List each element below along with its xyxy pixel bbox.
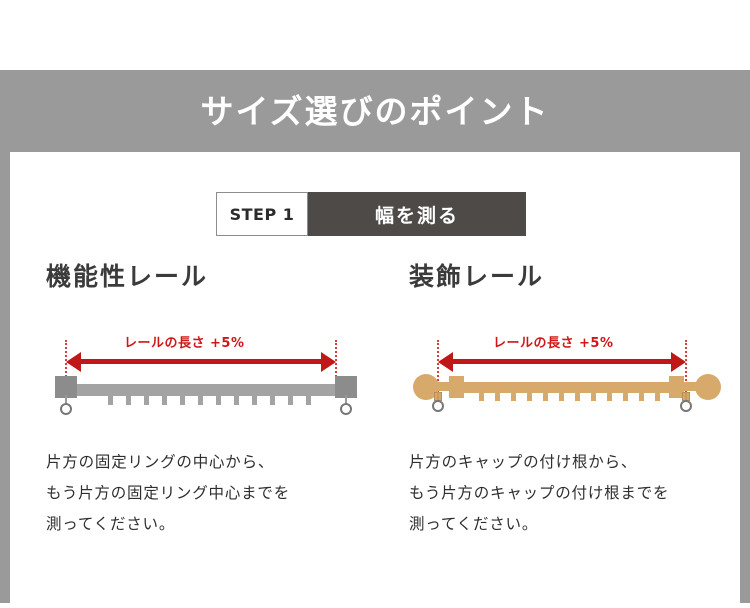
rail-end-cap-left [55,376,77,398]
description-functional: 片方の固定リングの中心から、 もう片方の固定リング中心までを 測ってください。 [46,447,375,540]
description-decorative: 片方のキャップの付け根から、 もう片方のキャップの付け根までを 測ってください。 [409,447,740,540]
rail-runner [108,396,113,405]
pole-ring-tab [527,393,532,401]
end-ring-stem-left [437,392,439,400]
rail-bar [77,384,335,396]
step-number-badge: STEP 1 [216,192,308,236]
pole-ring-tab [655,393,660,401]
column-functional-rail: 機能性レール レールの長さ +5% [10,262,375,540]
pole-ring-tab [559,393,564,401]
decorative-rail-diagram: レールの長さ +5% [409,332,729,417]
right-border-strip [740,152,750,603]
arrow-line [452,359,672,364]
rail-runner [198,396,203,405]
pole-ring-tab [607,393,612,401]
functional-rail-diagram: レールの長さ +5% [46,332,366,417]
cap-bracket-right [669,376,684,398]
rail-runner [306,396,311,405]
pole-ring-tab [495,393,500,401]
end-ring-right [680,400,692,412]
rail-columns: 機能性レール レールの長さ +5% [10,262,740,540]
guide-line-right [685,340,687,392]
page-banner: サイズ選びのポイント [0,70,750,152]
arrow-head-left [66,352,81,372]
step-bar: STEP 1 幅を測る [216,192,526,236]
description-line: 測ってください。 [409,515,539,533]
rail-runner [288,396,293,405]
fixed-ring-right [340,403,352,415]
measure-label-decorative: レールの長さ +5% [493,336,614,351]
rail-runner [162,396,167,405]
cap-bracket-left [449,376,464,398]
rail-runner [216,396,221,405]
description-line: 片方の固定リングの中心から、 [46,453,275,471]
curtain-pole [464,382,669,393]
pole-ring-tab [511,393,516,401]
pole-ring-tab [575,393,580,401]
description-line: もう片方のキャップの付け根までを [409,484,670,502]
fixed-ring-stem-left [65,395,67,405]
end-ring-left [432,400,444,412]
pole-ring-tab [479,393,484,401]
finial-neck-right [684,382,696,391]
description-line: 片方のキャップの付け根から、 [409,453,638,471]
guide-line-right [335,340,337,392]
column-decorative-rail: 装飾レール レールの長さ +5% [375,262,740,540]
arrow-head-right [321,352,336,372]
pole-ring-tab [623,393,628,401]
finial-neck-left [437,382,449,391]
column-title-functional: 機能性レール [46,262,209,291]
rail-runner [270,396,275,405]
left-border-strip [0,152,10,603]
measure-label-functional: レールの長さ +5% [124,336,245,351]
end-ring-stem-right [685,392,687,400]
content-panel: STEP 1 幅を測る 機能性レール レールの長さ +5% [10,152,740,603]
fixed-ring-left [60,403,72,415]
rail-runner [126,396,131,405]
rail-end-cap-right [335,376,357,398]
rail-runner [180,396,185,405]
rail-runner [234,396,239,405]
arrow-head-right [671,352,686,372]
step-title: 幅を測る [308,192,526,236]
page-title: サイズ選びのポイント [200,91,550,131]
arrow-head-left [438,352,453,372]
arrow-line [80,359,322,364]
pole-ring-tab [543,393,548,401]
rail-runner [252,396,257,405]
finial-ball-right [695,374,721,400]
description-line: 測ってください。 [46,515,176,533]
pole-ring-tab [639,393,644,401]
rail-runner [144,396,149,405]
description-line: もう片方の固定リング中心までを [46,484,291,502]
column-title-decorative: 装飾レール [409,262,545,291]
fixed-ring-stem-right [345,395,347,405]
pole-ring-tab [591,393,596,401]
